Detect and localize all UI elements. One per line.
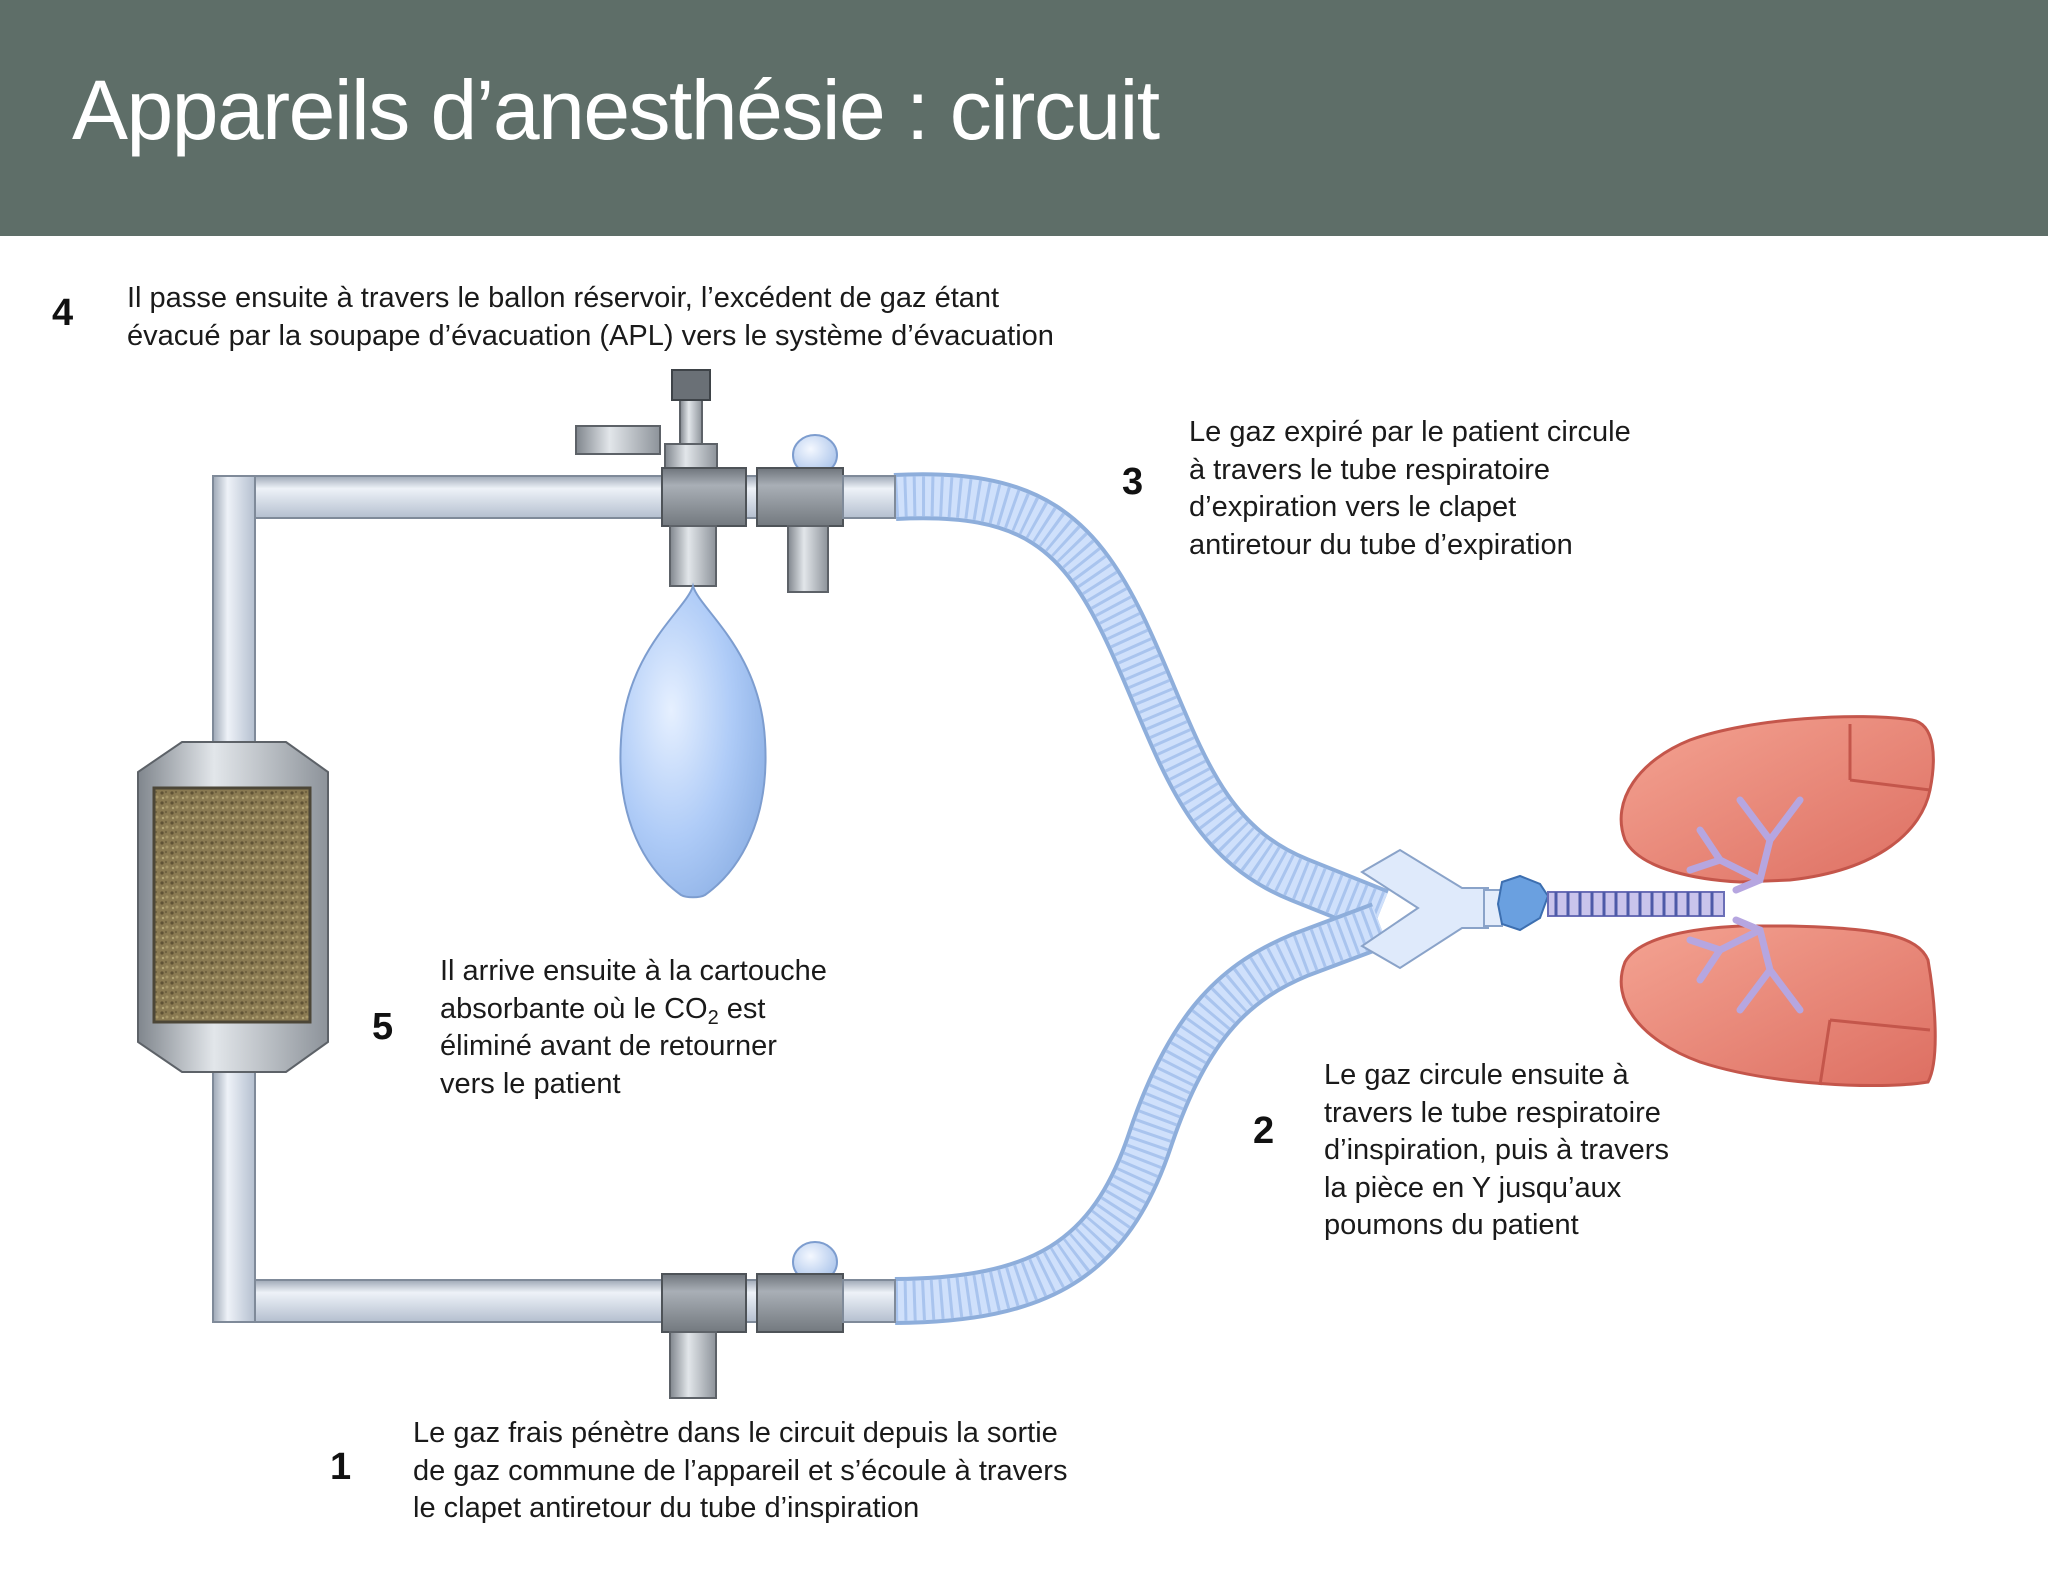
apl-valve <box>575 369 747 587</box>
page-title: Appareils d’anesthésie : circuit <box>72 63 1160 157</box>
patient-airway <box>1483 874 1725 932</box>
step-4-number: 4 <box>52 292 74 334</box>
step-1-number: 1 <box>330 1446 352 1488</box>
step-1-line: le clapet antiretour du tube d’inspirati… <box>413 1492 920 1524</box>
step-2-description: Le gaz circule ensuite à travers le tube … <box>1324 1057 1669 1245</box>
step-5-number: 5 <box>372 1006 394 1048</box>
step-2-line: la pièce en Y jusqu’aux <box>1324 1171 1622 1204</box>
co2-subscript: 2 <box>707 1006 719 1029</box>
step-4-description: Il passe ensuite à travers le ballon rés… <box>127 280 1054 355</box>
expiratory-valve <box>756 434 896 593</box>
step-4-line: Il passe ensuite à travers le ballon rés… <box>127 282 1000 314</box>
step-2-number: 2 <box>1253 1110 1275 1152</box>
step-5-line: absorbante où le CO2 est <box>440 991 827 1029</box>
co2-absorber-canister <box>137 741 329 1073</box>
step-2-line: Le gaz circule ensuite à <box>1324 1059 1629 1091</box>
inspiratory-hose <box>894 902 1389 1325</box>
title-bar: Appareils d’anesthésie : circuit <box>0 0 2048 236</box>
step-3-line: Le gaz expiré par le patient circule <box>1189 416 1631 448</box>
step-2-line: poumons du patient <box>1324 1209 1579 1241</box>
step-1-line: de gaz commune de l’appareil et s’écoule… <box>413 1454 1068 1487</box>
step-2-line: travers le tube respiratoire <box>1324 1096 1661 1129</box>
step-3-number: 3 <box>1122 461 1144 503</box>
inspiratory-valve <box>756 1241 896 1333</box>
step-5-text: est <box>718 992 766 1025</box>
step-4-line: évacué par la soupape d’évacuation (APL)… <box>127 319 1054 352</box>
step-1-line: Le gaz frais pénètre dans le circuit dep… <box>413 1417 1058 1449</box>
step-2-line: d’inspiration, puis à travers <box>1324 1134 1669 1166</box>
y-piece <box>1360 848 1489 970</box>
step-3-line: d’expiration vers le clapet <box>1189 491 1517 523</box>
reservoir-bag <box>619 582 767 899</box>
step-3-line: à travers le tube respiratoire <box>1189 453 1551 486</box>
fresh-gas-inlet <box>661 1273 747 1399</box>
step-1-description: Le gaz frais pénètre dans le circuit dep… <box>413 1415 1067 1528</box>
step-3-description: Le gaz expiré par le patient circule à tr… <box>1189 414 1631 564</box>
step-5-description: Il arrive ensuite à la cartouche absorban… <box>440 953 827 1103</box>
patient-lungs <box>1619 715 1937 1088</box>
step-5-line: éliminé avant de retourner <box>440 1030 777 1062</box>
step-3-line: antiretour du tube d’expiration <box>1189 528 1573 561</box>
step-5-line: vers le patient <box>440 1067 621 1100</box>
step-5-text: absorbante où le CO <box>440 992 708 1025</box>
step-5-line: Il arrive ensuite à la cartouche <box>440 955 827 987</box>
expiratory-hose <box>893 472 1389 935</box>
